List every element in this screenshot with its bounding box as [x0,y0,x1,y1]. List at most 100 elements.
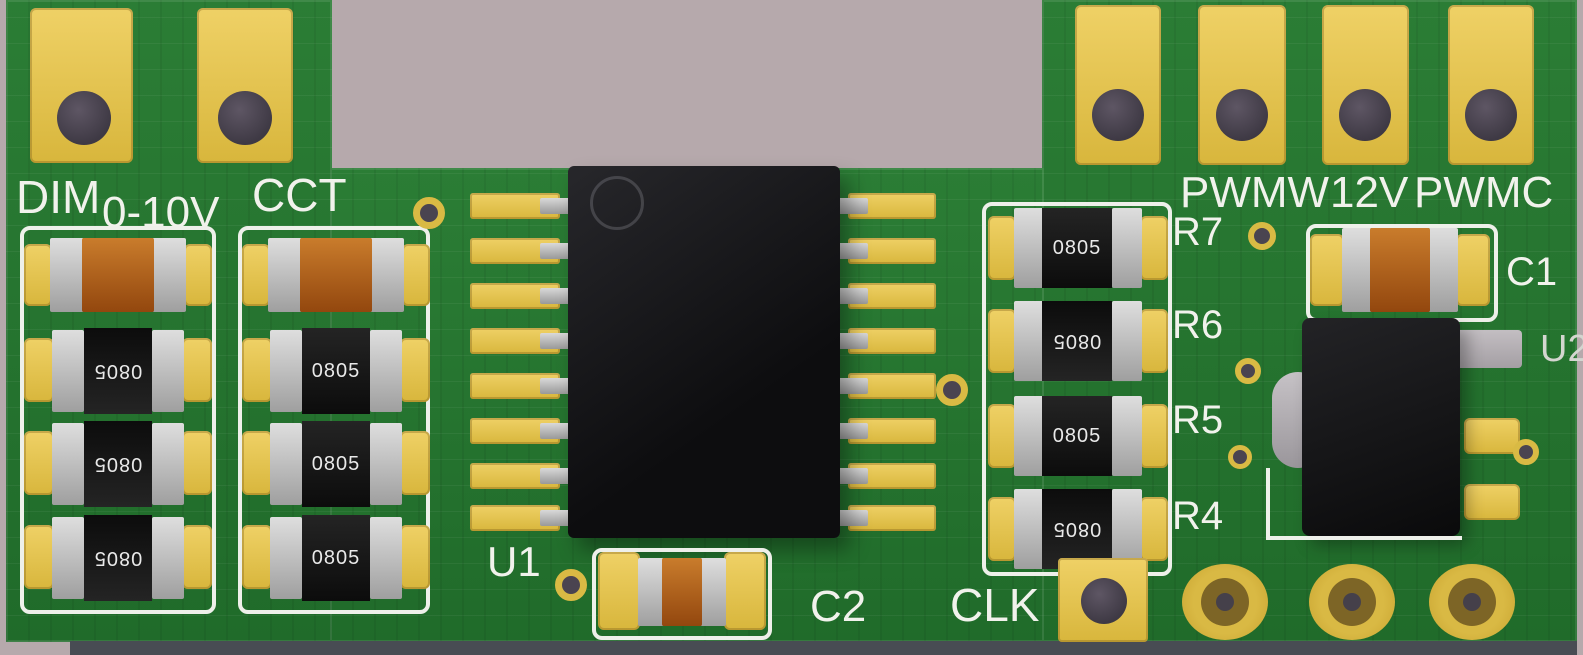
smd-pad [24,431,54,495]
resistor-0805: 0805 [986,301,1170,381]
silkscreen-r5-label: R5 [1172,398,1224,442]
resistor-0805: 0805 [242,515,430,601]
silkscreen-c1-label: C1 [1506,250,1558,294]
via [936,374,968,406]
through-hole-pad [1075,5,1161,165]
resistor-0805: 0805 [242,421,430,507]
resistor-terminal [152,330,184,412]
smd-pad [242,525,272,589]
smd-pad [1464,418,1520,454]
capacitor-body [1370,228,1430,312]
smd-pad [988,309,1016,373]
silkscreen-outline-u2 [1266,468,1270,540]
resistor-terminal [270,330,302,412]
drill-hole [1092,89,1144,141]
resistor-terminal [152,423,184,505]
silkscreen-cct-label: CCT [252,169,347,221]
through-hole-pad [1322,5,1409,165]
smd-pad [182,338,212,402]
resistor-0805: 0805 [24,328,212,414]
through-hole-pad [1198,5,1286,165]
drill-hole [57,91,111,145]
drill-hole [1081,578,1127,624]
smd-pad [1310,234,1344,306]
silkscreen-outline-c2 [592,548,772,640]
ic-pin [834,423,868,439]
drill-hole [1465,89,1517,141]
ic-pin [834,468,868,484]
ic-pin [834,510,868,526]
smd-pad [1464,484,1520,520]
capacitor-body [82,238,154,312]
ic-u2 [1302,318,1460,536]
capacitor-body [662,558,702,626]
resistor-terminal [370,517,402,599]
silkscreen-dim-label: DIM [16,171,101,223]
ic-pin [540,510,574,526]
capacitor [242,238,430,312]
via [1513,439,1539,465]
silkscreen-r4-label: R4 [1172,494,1224,538]
capacitor-terminal [50,238,84,312]
ic-u1 [568,166,840,538]
silkscreen-pwmw-label: PWMW [1180,168,1330,217]
ic-pin [540,468,574,484]
capacitor-c1 [1310,228,1490,312]
drill-hole [1339,89,1391,141]
smd-pad [242,244,270,306]
resistor-terminal [1112,208,1142,288]
resistor-0805: 0805 [242,328,430,414]
ic-pin [540,198,574,214]
resistor-terminal [52,330,84,412]
capacitor-body [300,238,372,312]
smd-pad [24,525,54,589]
via [555,569,587,601]
drill-hole [1463,593,1481,611]
silkscreen-r7-label: R7 [1172,210,1224,254]
ic-pin [540,288,574,304]
smd-pad [1140,497,1168,561]
resistor-0805: 0805 [24,515,212,601]
smd-pad [1140,404,1168,468]
ic-pin [540,378,574,394]
ic-pin [834,378,868,394]
capacitor-terminal [1428,228,1458,312]
through-hole-pad [1309,564,1395,640]
smd-pad [182,431,212,495]
silkscreen-c2-label: C2 [810,582,867,631]
resistor-body: 0805 [1042,396,1112,476]
capacitor-terminal [152,238,186,312]
resistor-terminal [1014,489,1044,569]
resistor-body: 0805 [84,328,152,414]
resistor-terminal [370,423,402,505]
drill-hole [218,91,272,145]
ic-pin [540,423,574,439]
resistor-terminal [370,330,402,412]
smd-pad [1140,309,1168,373]
smd-pad [400,338,430,402]
ic-pin [834,333,868,349]
resistor-body: 0805 [302,328,370,414]
ic-pin [834,288,868,304]
through-hole-pad [1448,5,1534,165]
ic-pin [834,198,868,214]
via [1248,222,1276,250]
via [413,197,445,229]
smd-pad [988,216,1016,280]
resistor-terminal [52,517,84,599]
resistor-0805: 0805 [986,489,1170,569]
resistor-0805: 0805 [986,208,1170,288]
resistor-terminal [1112,396,1142,476]
silkscreen-u2-label: U2 [1540,328,1583,370]
silkscreen-12v-label: 12V [1330,168,1409,217]
silkscreen-outline-u2 [1266,536,1462,540]
via [1235,358,1261,384]
resistor-terminal [1014,396,1044,476]
smd-pad [24,338,54,402]
silkscreen-pwmc-label: PWMC [1414,168,1554,217]
resistor-terminal [1014,301,1044,381]
through-hole-pad [197,8,293,163]
resistor-terminal [270,517,302,599]
capacitor-terminal [1342,228,1372,312]
